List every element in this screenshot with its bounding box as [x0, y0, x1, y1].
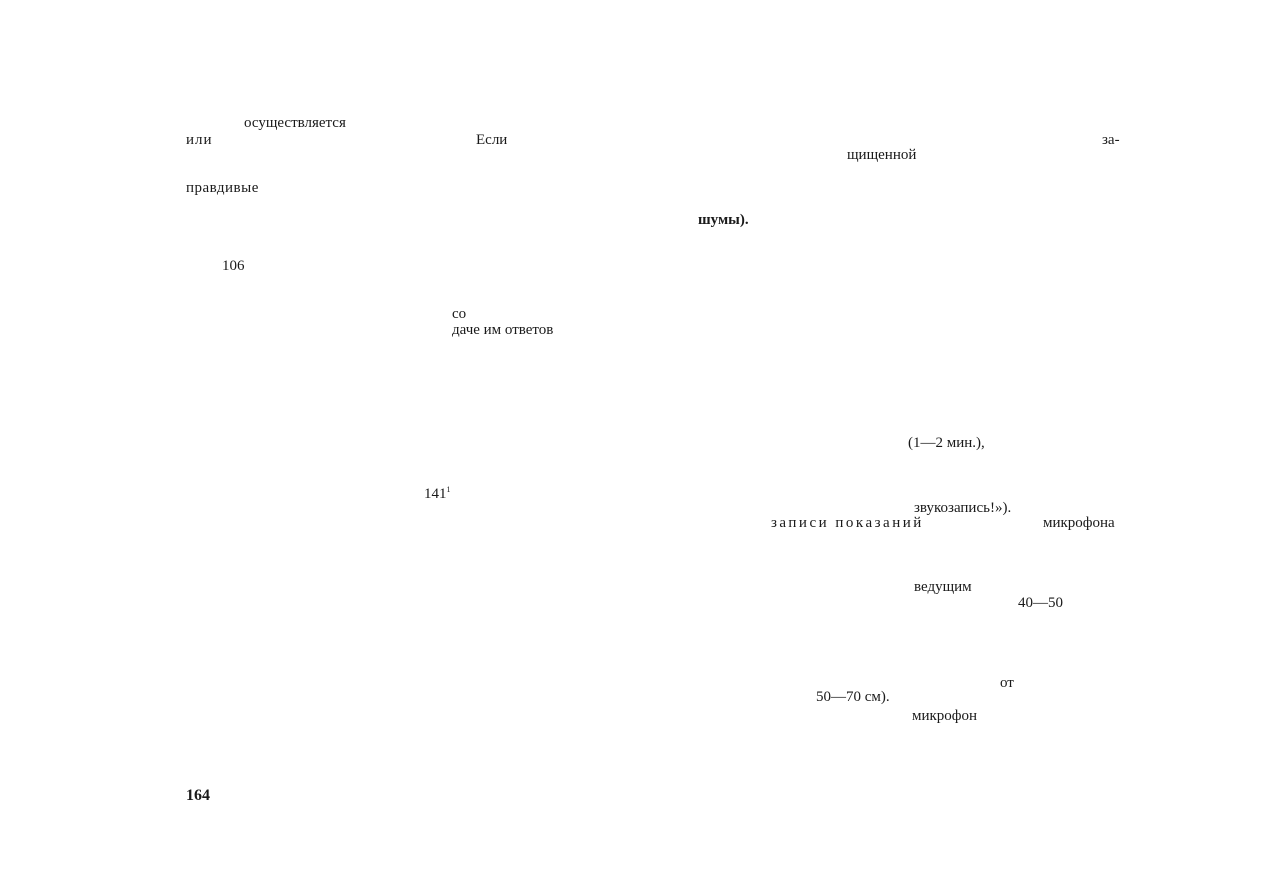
text-fragment: ведущим — [914, 579, 972, 595]
text-fragment: микрофона — [1043, 515, 1115, 531]
text-fragment: звукозапись!»). — [914, 500, 1012, 516]
text-fragment: щищенной — [847, 147, 917, 163]
footnote-reference: 106 — [222, 258, 245, 274]
footnote-number: 141 — [424, 486, 447, 502]
text-fragment: осуществляется — [244, 115, 346, 131]
text-fragment: 50—70 см). — [816, 689, 890, 705]
text-fragment: Если — [476, 132, 508, 148]
text-fragment: микрофон — [912, 708, 978, 724]
text-fragment: шумы). — [698, 212, 749, 228]
text-fragment: даче им ответов — [452, 322, 554, 338]
text-fragment: (1—2 мин.), — [908, 435, 985, 451]
text-fragment: 40—50 — [1018, 595, 1063, 611]
footnote-superscript: 1 — [446, 485, 451, 494]
text-fragment: правдивые — [186, 180, 259, 196]
text-fragment: или — [186, 132, 213, 148]
text-fragment: со — [452, 306, 467, 322]
text-fragment: записи показаний — [771, 515, 924, 531]
text-fragment: от — [1000, 675, 1014, 691]
footnote-reference: 1411 — [424, 485, 451, 502]
text-fragment: за- — [1102, 132, 1120, 148]
page-number: 164 — [186, 787, 210, 804]
